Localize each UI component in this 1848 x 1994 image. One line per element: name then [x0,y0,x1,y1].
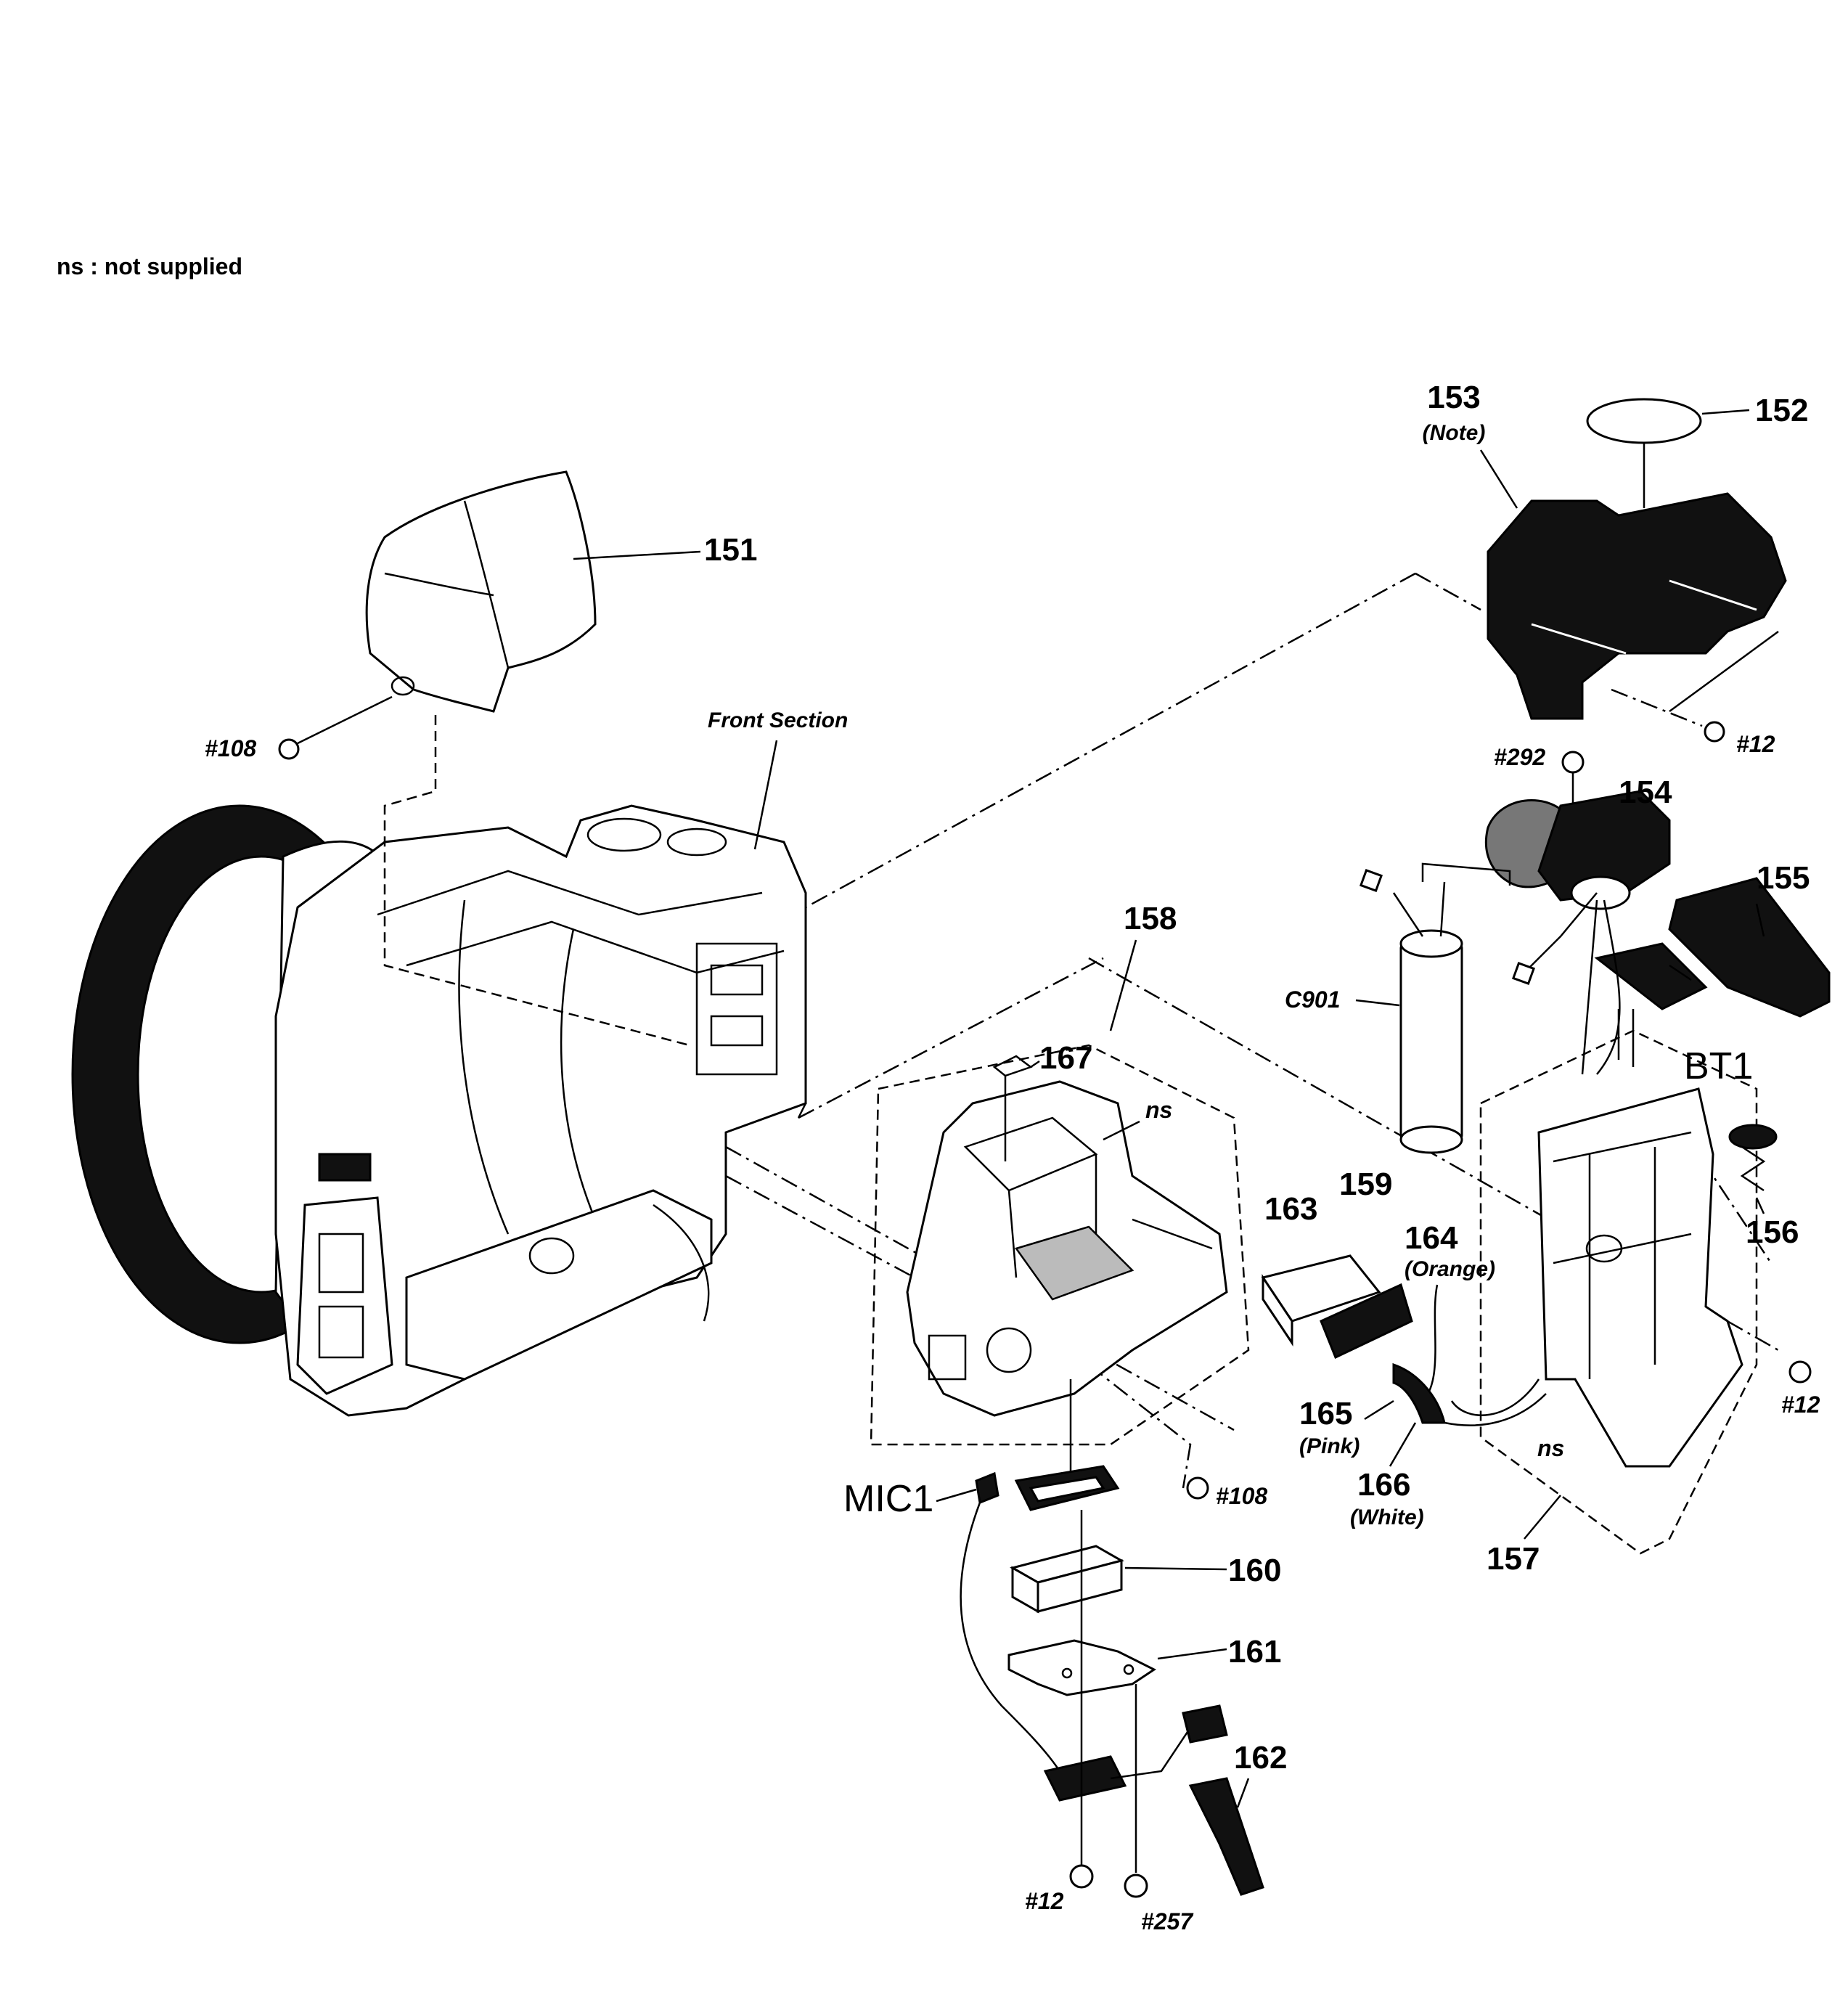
part-label-166-note: (White) [1350,1505,1424,1529]
part-bt1-battery [1594,942,1708,1067]
part-label-153: 153 [1427,380,1480,415]
part-label-159: 159 [1339,1166,1392,1202]
screw-label-108-mid: #108 [1216,1483,1267,1509]
part-label-151: 151 [704,532,757,568]
screw-108-left-icon [278,738,300,760]
part-label-155: 155 [1757,860,1810,896]
part-label-157: 157 [1487,1541,1540,1577]
part-163-block [1261,1254,1381,1347]
screw-label-12-right: #12 [1781,1392,1820,1418]
screw-label-292: #292 [1494,744,1545,770]
screw-108-mid-icon [1186,1476,1209,1500]
ns-label-158: ns [1145,1097,1172,1123]
part-164-166-cables [1392,1362,1446,1424]
part-label-164: 164 [1405,1220,1458,1256]
screw-label-12-top: #12 [1736,731,1775,757]
part-label-162: 162 [1234,1740,1287,1776]
legend-not-supplied: ns : not supplied [57,253,242,279]
part-152-ring [1586,398,1702,444]
part-label-163: 163 [1264,1191,1317,1227]
part-label-165-note: (Pink) [1299,1434,1360,1458]
part-label-161: 161 [1228,1634,1281,1670]
part-label-156: 156 [1746,1214,1799,1250]
part-label-166: 166 [1357,1467,1410,1503]
screw-label-257: #257 [1141,1908,1194,1934]
ref-label-c901: C901 [1285,986,1341,1013]
part-label-165: 165 [1299,1396,1352,1431]
part-label-164-note: (Orange) [1405,1257,1495,1281]
part-160-block [1010,1545,1124,1614]
part-label-167: 167 [1039,1040,1092,1076]
part-155-holder [1668,877,1831,1018]
screw-12-bottom-icon [1069,1864,1094,1889]
part-mic1-board [975,1465,1120,1511]
ref-label-mic1: MIC1 [843,1478,933,1520]
part-158-assembly [906,1080,1228,1417]
screw-292-icon [1561,751,1585,774]
part-156-spring [1728,1124,1778,1192]
part-153-assembly [1487,492,1787,720]
screw-label-108-left: #108 [205,735,256,761]
ns-label-157: ns [1537,1435,1564,1461]
screw-12-top-icon [1704,721,1725,743]
part-162-flex-cable [1043,1704,1264,1896]
screw-257-icon [1124,1874,1148,1898]
part-151-cover [365,470,597,713]
camera-body-front-section [71,804,807,1417]
part-c901-capacitor [1392,881,1463,1154]
part-159-mesh [1320,1283,1413,1360]
ref-label-bt1: BT1 [1684,1045,1753,1087]
part-157-frame [1450,1087,1743,1468]
part-label-158: 158 [1124,901,1177,936]
part-label-152: 152 [1755,393,1808,428]
part-label-154: 154 [1619,775,1672,810]
screw-label-12-bottom: #12 [1025,1888,1064,1914]
front-section-label: Front Section [708,708,848,732]
part-label-160: 160 [1228,1553,1281,1588]
screw-12-right-icon [1788,1360,1812,1384]
part-label-153-note: (Note) [1423,421,1486,445]
